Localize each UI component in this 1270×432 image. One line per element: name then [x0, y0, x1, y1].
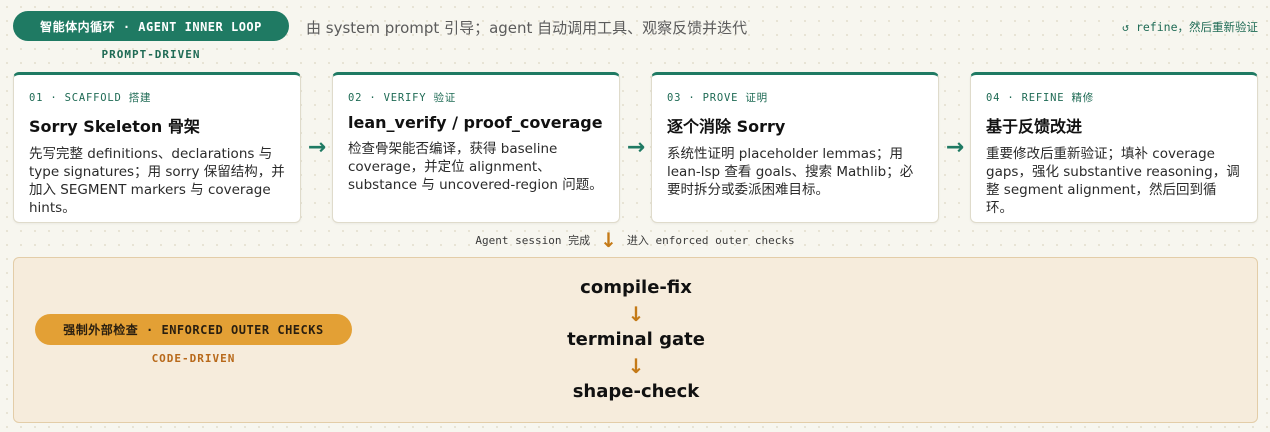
step-title: lean_verify / proof_coverage — [348, 113, 603, 132]
transition-right-text: 进入 enforced outer checks — [626, 234, 795, 247]
transition-left-text: Agent session 完成 — [475, 234, 591, 247]
step-title: 基于反馈改进 — [986, 117, 1083, 136]
arrow-right-icon: → — [945, 135, 965, 160]
arrow-right-icon: → — [307, 135, 327, 160]
refine-note: ↺ refine，然后重新验证 — [1122, 20, 1258, 34]
step-body: 系统性证明 placeholder lemmas；用 lean-lsp 查看 g… — [667, 146, 914, 198]
step-body: 检查骨架能否编译，获得 baseline coverage，并定位 alignm… — [348, 141, 603, 193]
code-driven-label: CODE-DRIVEN — [151, 352, 236, 365]
step-tag: 04 · REFINE 精修 — [986, 92, 1095, 104]
step-card-verify: 02 · VERIFY 验证 lean_verify / proof_cover… — [332, 72, 620, 223]
step-card-prove: 03 · PROVE 证明 逐个消除 Sorry 系统性证明 placehold… — [651, 72, 939, 223]
arrow-right-icon: → — [626, 135, 646, 160]
step-title: 逐个消除 Sorry — [667, 117, 786, 136]
agent-inner-loop-badge: 智能体内循环 · AGENT INNER LOOP — [13, 11, 289, 41]
step-tag: 02 · VERIFY 验证 — [348, 92, 457, 104]
step-tag: 03 · PROVE 证明 — [667, 92, 768, 104]
step-body: 重要修改后重新验证；填补 coverage gaps，强化 substantiv… — [986, 146, 1240, 216]
inner-loop-description: 由 system prompt 引导；agent 自动调用工具、观察反馈并迭代 — [306, 19, 748, 37]
session-transition: Agent session 完成 ↓ 进入 enforced outer che… — [0, 228, 1270, 252]
step-card-refine: 04 · REFINE 精修 基于反馈改进 重要修改后重新验证；填补 cover… — [970, 72, 1258, 223]
outer-check-sequence: compile-fix ↓ terminal gate ↓ shape-chec… — [436, 276, 836, 404]
step-card-scaffold: 01 · SCAFFOLD 搭建 Sorry Skeleton 骨架 先写完整 … — [13, 72, 301, 223]
outer-checks-panel: 强制外部检查 · ENFORCED OUTER CHECKS CODE-DRIV… — [13, 257, 1258, 423]
step-body: 先写完整 definitions、declarations 与 type sig… — [29, 146, 285, 216]
prompt-driven-label: PROMPT-DRIVEN — [101, 48, 201, 61]
check-shape-check: shape-check — [572, 381, 700, 402]
arrow-down-icon: ↓ — [627, 302, 645, 326]
check-compile-fix: compile-fix — [580, 277, 692, 298]
enforced-outer-checks-badge: 强制外部检查 · ENFORCED OUTER CHECKS — [35, 314, 352, 345]
arrow-down-icon: ↓ — [627, 354, 645, 378]
step-title: Sorry Skeleton 骨架 — [29, 117, 200, 136]
arrow-down-icon: ↓ — [600, 228, 617, 252]
check-terminal-gate: terminal gate — [567, 329, 705, 350]
step-tag: 01 · SCAFFOLD 搭建 — [29, 92, 152, 104]
